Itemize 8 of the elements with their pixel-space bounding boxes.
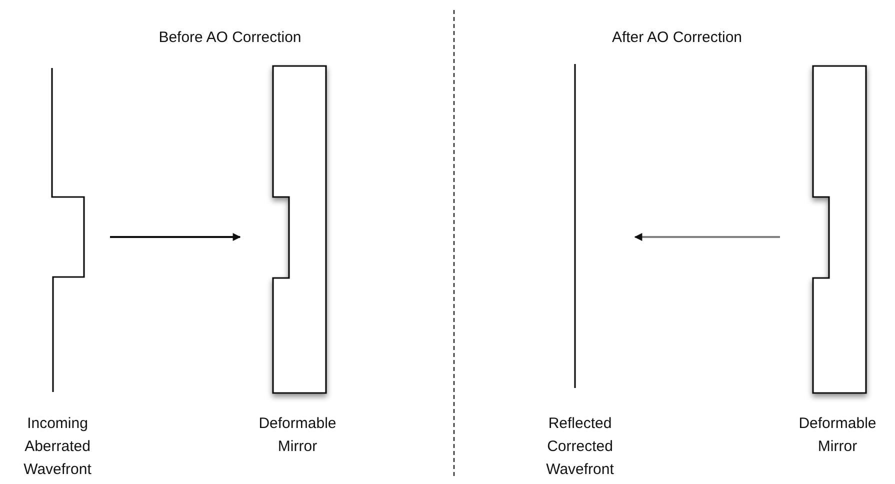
- node-label: Reflected Corrected Wavefront: [545, 414, 615, 480]
- arrow: [634, 233, 780, 241]
- node-label: Deformable Mirror: [258, 414, 338, 457]
- node-label: Incoming Aberrated Wavefront: [22, 414, 92, 480]
- section-heading: Before AO Correction: [158, 28, 302, 48]
- section-heading: After AO Correction: [610, 28, 744, 48]
- node-label: Deformable Mirror: [798, 414, 878, 457]
- arrow: [110, 233, 241, 241]
